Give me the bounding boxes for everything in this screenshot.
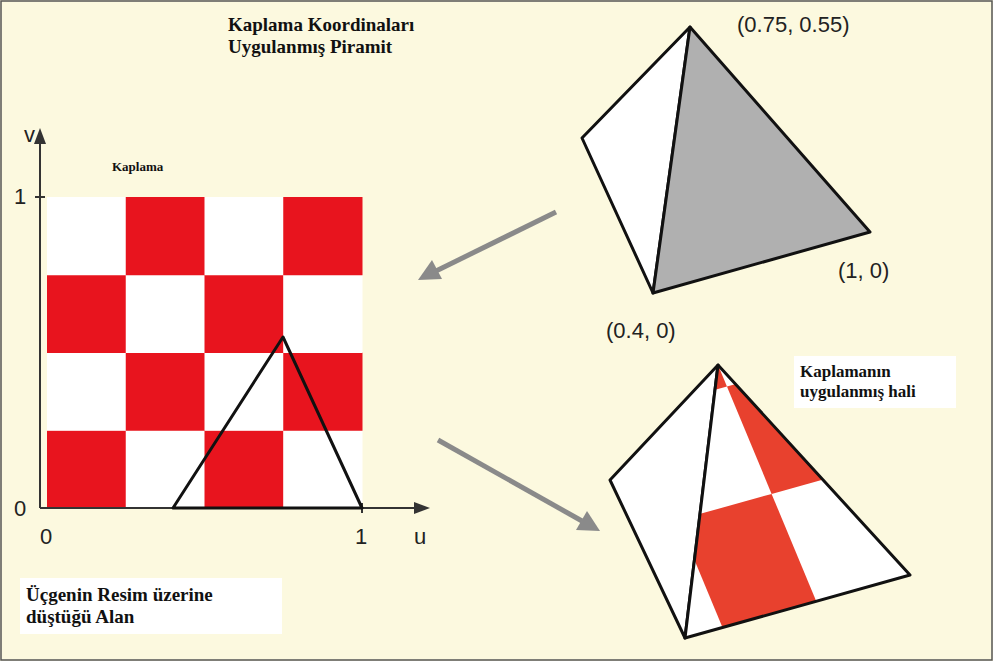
texture-triangle	[173, 337, 362, 508]
axis-arrowhead	[34, 128, 46, 144]
axis-tick-label: 0	[14, 496, 26, 521]
axis-tick-label: 0	[40, 524, 52, 549]
texture-cell	[283, 430, 362, 508]
axis-tick-label: 1	[355, 524, 367, 549]
grey-arrowhead	[576, 511, 600, 531]
texture-cell	[47, 353, 126, 431]
grey-arrowhead	[418, 260, 442, 280]
axis-tick-label: 1	[14, 184, 26, 209]
axis-label: u	[414, 524, 426, 549]
texture-cell	[126, 430, 205, 508]
axis-tick	[35, 196, 45, 198]
caption-box: Kaplamanın uygulanmış hali	[794, 356, 956, 408]
figure-heading: Kaplama Koordinaları Uygulanmış Piramit	[228, 14, 443, 58]
coordinate-label: (0.75, 0.55)	[737, 12, 850, 37]
texture-cell	[638, 146, 776, 280]
caption-box: Üçgenin Resim üzerine düştüğü Alan	[20, 578, 282, 634]
coordinate-label: (1, 0)	[838, 258, 889, 283]
texture-cell	[126, 275, 205, 353]
texture-cell	[589, 279, 727, 413]
texture-cell	[205, 275, 284, 353]
v-axis	[39, 140, 41, 508]
axis-arrowhead	[414, 502, 430, 514]
texture-cell	[47, 275, 126, 353]
texture-title: Kaplama	[112, 160, 163, 175]
texture-cell	[126, 197, 205, 275]
pyramid-face	[653, 27, 870, 293]
texture-cell	[47, 430, 126, 508]
texture-board	[47, 197, 363, 509]
caption-text: Kaplamanın uygulanmış hali	[800, 362, 950, 401]
axis-label: v	[24, 122, 35, 147]
grey-arrow	[438, 440, 582, 521]
grey-arrow	[436, 212, 556, 271]
texture-cell	[450, 198, 588, 332]
texture-cell	[205, 197, 284, 275]
texture-cell	[539, 413, 677, 547]
coordinate-label: (0.4, 0)	[606, 318, 676, 343]
texture-cell	[205, 353, 284, 431]
texture-cell	[126, 353, 205, 431]
caption-text: Üçgenin Resim üzerine düştüğü Alan	[26, 584, 276, 628]
texture-cell	[47, 197, 126, 275]
texture-cell	[490, 546, 628, 661]
flow-arrows	[418, 212, 600, 531]
axes	[34, 128, 430, 514]
texture-cell	[283, 275, 362, 353]
texture-cell	[283, 197, 362, 275]
texture-cell	[401, 332, 539, 466]
